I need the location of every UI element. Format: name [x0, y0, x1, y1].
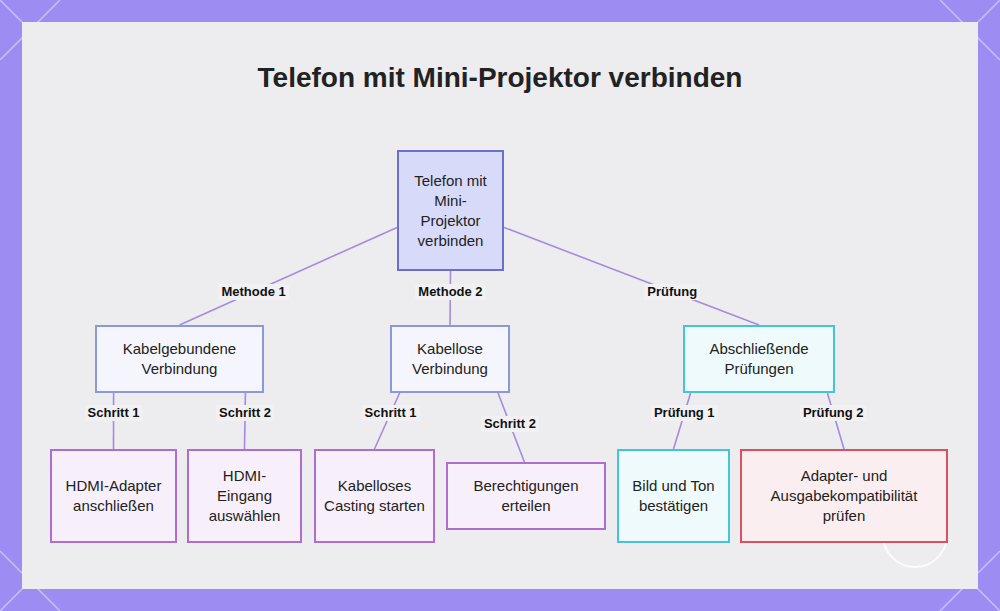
box-content: Kabellose Verbindung — [400, 339, 500, 379]
box-content: Telefon mit Mini-Projektor verbinden — [407, 171, 494, 251]
process-box: Kabellose Verbindung — [390, 325, 510, 393]
blurred-photo — [22, 22, 978, 589]
connector-line — [180, 227, 398, 325]
box-content: Abschließende Prüfungen — [693, 339, 825, 379]
process-box: Telefon mit Mini-Projektor verbinden — [397, 150, 504, 271]
edge-label: Schritt 2 — [216, 405, 274, 421]
box-label: Berechtigungen erteilen — [456, 476, 596, 516]
box-label: HDMI-Adapter anschließen — [60, 476, 167, 516]
edge-label: Prüfung 2 — [800, 405, 867, 421]
process-box: Kabelgebundene Verbindung — [95, 325, 264, 393]
box-label: Kabelgebundene Verbindung — [105, 339, 254, 379]
edge-label: Prüfung — [644, 284, 700, 300]
connector-line — [504, 227, 759, 325]
process-box: Kabelloses Casting starten — [314, 449, 435, 543]
edge-label: Schritt 2 — [481, 416, 539, 432]
process-box: Adapter- und Ausgabekompatibilität prüfe… — [740, 449, 948, 543]
edge-label: Methode 1 — [218, 284, 288, 300]
content-panel — [22, 22, 978, 589]
box-content: HDMI-Adapter anschließen — [60, 476, 167, 516]
process-box: Bild und Ton bestätigen — [617, 449, 730, 543]
box-content: Berechtigungen erteilen — [456, 476, 596, 516]
box-label: HDMI-Eingang auswählen — [197, 466, 292, 526]
box-label: Abschließende Prüfungen — [693, 339, 825, 379]
box-label: Kabelloses Casting starten — [324, 476, 425, 516]
box-content: Bild und Ton bestätigen — [627, 476, 720, 516]
edge-label: Prüfung 1 — [651, 405, 718, 421]
process-box: Berechtigungen erteilen — [446, 462, 606, 530]
process-box: Abschließende Prüfungen — [683, 325, 835, 393]
box-label: Bild und Ton bestätigen — [627, 476, 720, 516]
diagram-title: Telefon mit Mini-Projektor verbinden — [22, 62, 978, 94]
box-content: Kabelloses Casting starten — [324, 476, 425, 516]
edge-label: Schritt 1 — [85, 405, 143, 421]
box-label: Kabellose Verbindung — [400, 339, 500, 379]
edge-label: Schritt 1 — [362, 405, 420, 421]
box-label: Telefon mit Mini-Projektor verbinden — [407, 171, 494, 251]
edge-label: Methode 2 — [415, 284, 485, 300]
box-content: HDMI-Eingang auswählen — [197, 466, 292, 526]
process-box: HDMI-Eingang auswählen — [187, 449, 302, 543]
box-content: Adapter- und Ausgabekompatibilität prüfe… — [750, 466, 938, 526]
process-box: HDMI-Adapter anschließen — [50, 449, 177, 543]
box-label: Adapter- und Ausgabekompatibilität prüfe… — [750, 466, 938, 526]
box-content: Kabelgebundene Verbindung — [105, 339, 254, 379]
